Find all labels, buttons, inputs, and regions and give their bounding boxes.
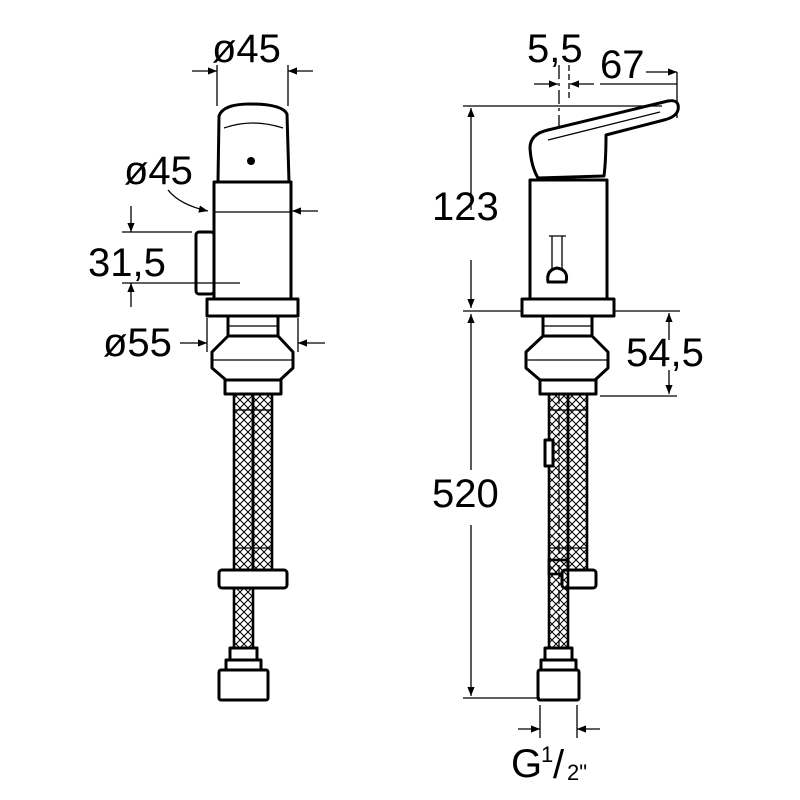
- front-body-diameter-label: ø45: [124, 149, 193, 193]
- side-connection-label: G: [511, 742, 542, 786]
- side-shank-height-dimension: 54,5: [600, 313, 704, 397]
- front-body-diameter-dimension: ø45: [124, 149, 318, 215]
- front-base-flange: [205, 297, 300, 318]
- side-knob: [546, 266, 569, 284]
- side-base-flange: [520, 297, 616, 318]
- front-hose-ferrule: [217, 568, 289, 590]
- front-handle-offset-dimension: 31,5: [88, 206, 240, 307]
- front-fixing-nut: [210, 334, 295, 382]
- side-body: [528, 178, 609, 303]
- indicator-dot: [247, 157, 255, 165]
- front-hose-connector-nut: [217, 668, 270, 702]
- front-body: [212, 180, 293, 302]
- side-hose-connector-nut: [536, 668, 581, 702]
- front-view: ø45 ø45 31,5: [88, 27, 325, 702]
- front-top-diameter-dimension: ø45: [192, 27, 313, 106]
- side-hose-length-label: 520: [432, 472, 499, 516]
- front-hoses: [232, 392, 274, 576]
- side-hose-length-dimension: 520: [432, 314, 540, 699]
- side-connection-denominator: 2": [567, 760, 587, 785]
- front-handle-offset-label: 31,5: [88, 241, 166, 285]
- side-connection-numerator: 1: [541, 742, 553, 767]
- side-shank-height-label: 54,5: [626, 331, 704, 375]
- front-lever-cap: [216, 102, 291, 184]
- side-body-height-label: 123: [432, 185, 499, 229]
- side-handle-reach-label: 67: [600, 43, 645, 87]
- front-lower-hose: [232, 586, 255, 652]
- side-hoses: [543, 392, 589, 576]
- front-base-diameter-label: ø55: [103, 321, 172, 365]
- side-lever: [528, 99, 680, 180]
- fraction-slash: /: [553, 743, 565, 787]
- side-view: 5,5 67 123 54,5: [432, 27, 704, 787]
- side-lower-hose: [547, 558, 570, 652]
- side-body-height-dimension: 123: [432, 105, 680, 312]
- side-handle-offset-label: 5,5: [527, 27, 583, 71]
- front-base-diameter-dimension: ø55: [103, 318, 325, 365]
- side-fixing-nut: [524, 334, 610, 382]
- front-side-stud: [194, 230, 216, 296]
- front-top-diameter-label: ø45: [212, 27, 281, 71]
- side-connection-dimension: G 1 / 2": [511, 705, 600, 787]
- side-top-dimensions: 5,5 67: [527, 27, 678, 118]
